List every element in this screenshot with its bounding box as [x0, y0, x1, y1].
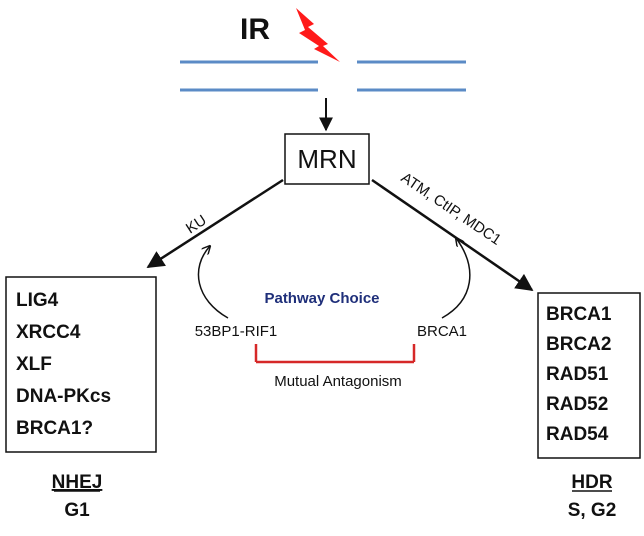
nhej-label: NHEJ: [52, 472, 103, 493]
nhej-gene: XRCC4: [16, 322, 81, 343]
hdr-gene: RAD51: [546, 364, 609, 385]
lightning-icon: [296, 8, 340, 62]
hdr-gene: BRCA1: [546, 304, 612, 325]
mrn-box: [284, 133, 370, 185]
hdr-gene: RAD54: [546, 424, 609, 445]
hdr-gene: RAD52: [546, 394, 608, 415]
hdr-label: HDR: [571, 472, 612, 493]
nhej-gene-box: [5, 276, 157, 453]
curved-arrow-right: [441, 238, 471, 319]
factor-53bp1-rif1: 53BP1-RIF1: [195, 323, 278, 340]
pathway-choice-label: Pathway Choice: [264, 290, 379, 307]
mrn-label: MRN: [297, 144, 356, 174]
nhej-gene: LIG4: [16, 290, 59, 311]
nhej-gene: XLF: [16, 354, 52, 375]
antagonism-bar: [254, 344, 416, 364]
arrow-to-nhej: [146, 178, 284, 269]
nhej-gene: BRCA1?: [16, 418, 93, 439]
ir-label: IR: [240, 13, 270, 46]
s-g2-label: S, G2: [568, 500, 617, 521]
hdr-gene: BRCA2: [546, 334, 611, 355]
hdr-gene-list: BRCA1 BRCA2 RAD51 RAD52 RAD54: [546, 304, 612, 445]
factor-brca1: BRCA1: [417, 323, 467, 340]
mutual-antagonism-label: Mutual Antagonism: [274, 373, 402, 390]
g1-label: G1: [64, 500, 90, 521]
nhej-gene: DNA-PKcs: [16, 386, 111, 407]
ku-label: KU: [183, 212, 210, 238]
dna-break: [180, 60, 466, 92]
hdr-gene-box: [537, 292, 641, 459]
arrow-to-hdr: [371, 178, 534, 292]
curved-arrow-left: [197, 246, 229, 319]
nhej-gene-list: LIG4 XRCC4 XLF DNA-PKcs BRCA1?: [16, 290, 111, 439]
